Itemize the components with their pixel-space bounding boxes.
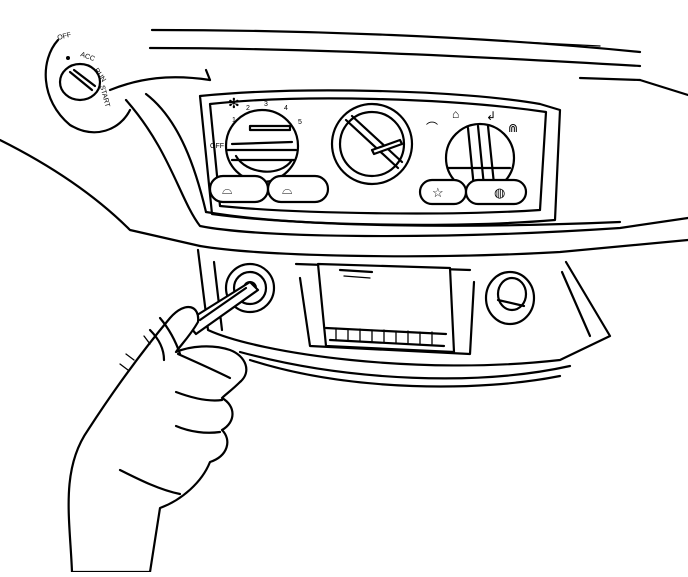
ac-snowflake-icon: ☆ <box>432 185 444 200</box>
fan-label-off: OFF <box>210 143 224 150</box>
lower-console <box>196 248 612 388</box>
ac-button[interactable]: ☆ <box>418 178 468 206</box>
cigar-lighter[interactable] <box>484 270 536 326</box>
fan-icon: ✻ <box>228 95 240 111</box>
defrost-icon: ⋒ <box>508 121 518 135</box>
temperature-knob[interactable] <box>330 102 414 186</box>
ignition-switch: OFF ACC RUN START <box>44 32 132 134</box>
ignition-acc-label: ACC <box>79 51 95 63</box>
dashboard-body <box>0 92 688 258</box>
bi-level-icon: ⌂ <box>452 107 459 121</box>
fan-speed-knob[interactable] <box>224 108 300 184</box>
recirculate-icon: ⌓ <box>222 182 232 197</box>
ashtray[interactable] <box>294 262 476 356</box>
floor-icon: ↲ <box>486 109 496 123</box>
dashboard-top <box>108 28 688 97</box>
recirculate-button[interactable]: ⌓ <box>208 174 270 204</box>
fresh-air-button[interactable]: ⌓ <box>266 174 330 204</box>
rear-defog-button[interactable]: ◍ <box>464 178 528 206</box>
mode-knob[interactable] <box>444 122 516 194</box>
ignition-start-label: START <box>98 85 111 109</box>
face-vent-icon: ⌒ <box>426 121 438 135</box>
fan-label-3: 3 <box>264 101 268 108</box>
hvac-panel: ✻ OFF 1 2 3 4 5 ⌒ ⌂ ↲ ⋒ ⌓ <box>198 89 562 226</box>
hand <box>67 306 248 574</box>
fan-label-1: 1 <box>232 117 236 124</box>
fan-label-2: 2 <box>246 105 250 112</box>
rear-defog-icon: ◍ <box>494 185 505 200</box>
ignition-off-label: OFF <box>57 32 72 42</box>
fan-label-4: 4 <box>284 105 288 112</box>
fresh-air-icon: ⌓ <box>282 182 292 197</box>
fan-label-5: 5 <box>298 119 302 126</box>
